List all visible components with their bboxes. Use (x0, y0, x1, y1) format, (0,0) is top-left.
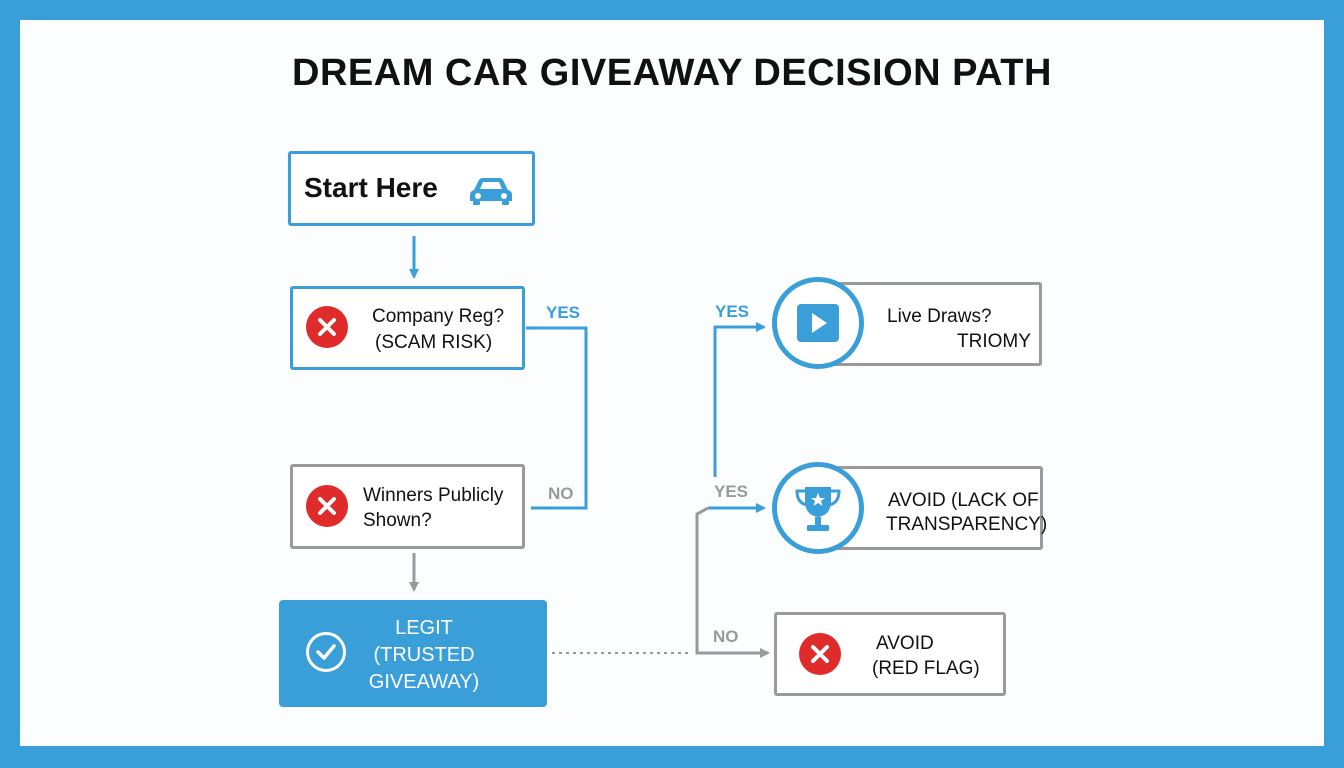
edge-label-no-red-flag: NO (713, 627, 739, 646)
trophy-icon-ring (772, 462, 864, 554)
company-reg-question: Company Reg? (372, 306, 505, 327)
edge-label-yes-trophy: YES (714, 482, 749, 501)
live-draws-question: Live Draws? (887, 306, 992, 327)
avoid-transparency-line2: TRANSPARENCY) (886, 514, 1048, 535)
company-reg-note: (SCAM RISK) (375, 332, 493, 353)
legit-label: LEGIT (TRUSTED GIVEAWAY) (350, 615, 498, 696)
winners-node (290, 464, 525, 549)
legit-line3: GIVEAWAY) (368, 671, 480, 693)
connector-no-to-red-flag (695, 506, 770, 658)
avoid-transparency-line1: AVOID (LACK OF (888, 490, 1039, 511)
x-circle-icon (306, 306, 348, 348)
edge-label-yes-live: YES (715, 302, 750, 321)
legit-line1: LEGIT (395, 617, 453, 639)
x-circle-icon (306, 485, 348, 527)
connector-yes-to-live (713, 322, 766, 477)
edge-label-no-winners: NO (548, 484, 574, 503)
play-icon (797, 304, 839, 342)
winners-question-line2: Shown? (363, 510, 432, 531)
diagram-canvas (20, 20, 1324, 746)
legit-line2: (TRUSTED (373, 644, 475, 666)
connector-company-yes (526, 326, 588, 510)
avoid-red-flag-line2: (RED FLAG) (872, 658, 980, 679)
play-icon-ring (772, 277, 864, 369)
x-circle-icon (799, 633, 841, 675)
trophy-icon (795, 487, 841, 531)
start-label: Start Here (304, 172, 438, 203)
live-draws-note: TRIOMY (957, 331, 1031, 352)
avoid-red-flag-line1: AVOID (876, 633, 934, 654)
edge-label-yes-company: YES (546, 303, 581, 322)
diagram-title: DREAM CAR GIVEAWAY DECISION PATH (292, 52, 1052, 94)
winners-question-line1: Winners Publicly (363, 485, 504, 506)
car-icon (470, 178, 512, 205)
check-circle-icon (306, 632, 346, 672)
